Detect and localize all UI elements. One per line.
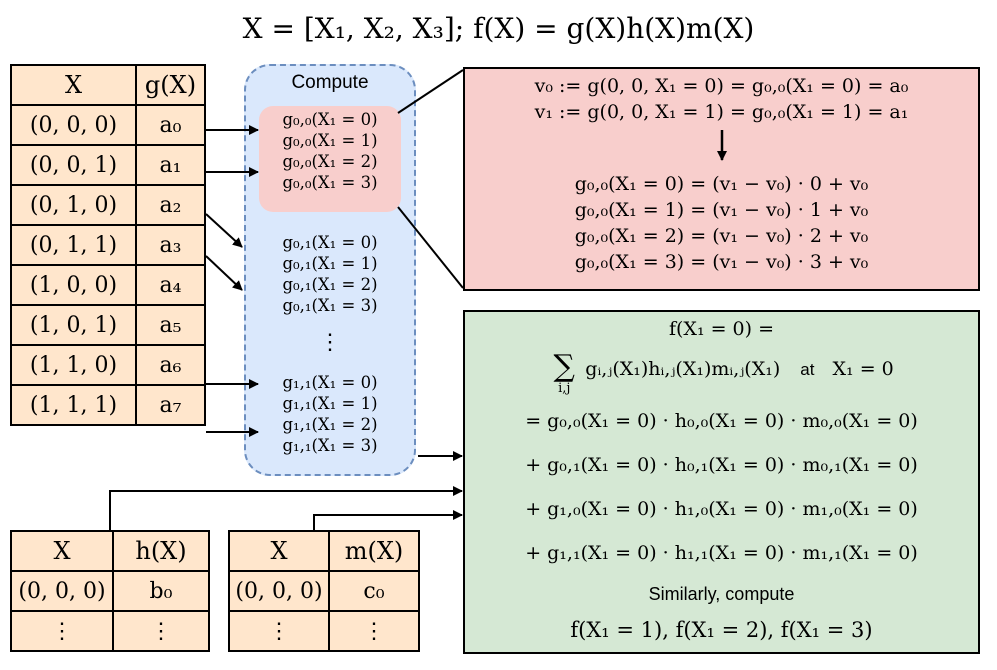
sum-symbol: ∑ (553, 349, 575, 384)
g-table-cell: (1, 0, 1) (10, 304, 137, 346)
sum-term-line: + g₁,₀(X₁ = 0) · h₁,₀(X₁ = 0) · m₁,₀(X₁ … (525, 498, 918, 520)
sum-box: f(X₁ = 0) = ∑ i,j gᵢ,ⱼ(X₁)hᵢ,ⱼ(X₁)mᵢ,ⱼ(X… (463, 310, 980, 654)
v0-definition: v₀ := g(0, 0, X₁ = 0) = g₀,₀(X₁ = 0) = a… (534, 75, 909, 97)
sum-expression: ∑ i,j gᵢ,ⱼ(X₁)hᵢ,ⱼ(X₁)mᵢ,ⱼ(X₁) at X₁ = 0 (465, 352, 978, 402)
g-table-header-g: g(X) (135, 64, 206, 106)
m-table-ellipsis: ⋮ (328, 610, 420, 652)
table-row: ⋮⋮ (228, 610, 420, 652)
zoom-line-top (397, 69, 464, 114)
table-row: (0, 1, 0)a₂ (10, 184, 206, 226)
table-row: (0, 0, 1)a₁ (10, 144, 206, 186)
compute-item: g₀,₀(X₁ = 1) (282, 131, 378, 150)
v1-definition: v₁ := g(0, 0, X₁ = 1) = g₀,₀(X₁ = 1) = a… (534, 101, 909, 123)
m-table-header-x: X (228, 530, 330, 572)
compute-item: g₀,₀(X₁ = 2) (282, 152, 378, 171)
table-row: (0, 0, 0)a₀ (10, 104, 206, 146)
g-table-cell: a₆ (135, 344, 206, 386)
g-table-cell: (1, 1, 0) (10, 344, 137, 386)
table-row: ⋮⋮ (10, 610, 210, 652)
sum-heading: f(X₁ = 0) = (668, 318, 775, 340)
g-table-cell: (1, 1, 1) (10, 384, 137, 426)
h-table-ellipsis: ⋮ (10, 610, 114, 652)
g-table-cell: (1, 0, 0) (10, 264, 137, 306)
g-table-cell: a₅ (135, 304, 206, 346)
table-row: (0, 0, 0)c₀ (228, 570, 420, 612)
compute-item: g₁,₁(X₁ = 0) (282, 373, 378, 392)
compute-item: g₀,₁(X₁ = 2) (282, 275, 378, 294)
h-table-header-h: h(X) (112, 530, 210, 572)
at-label: at (800, 360, 815, 379)
h-table: X h(X) (0, 0, 0)b₀ ⋮⋮ (10, 530, 210, 652)
compute-group-g01: g₀,₁(X₁ = 0) g₀,₁(X₁ = 1) g₀,₁(X₁ = 2) g… (246, 232, 414, 316)
table-row: (1, 1, 1)a₇ (10, 384, 206, 426)
h-table-cell: b₀ (112, 570, 210, 612)
sum-term-line: + g₁,₁(X₁ = 0) · h₁,₁(X₁ = 0) · m₁,₁(X₁ … (525, 542, 918, 564)
compute-item: g₁,₁(X₁ = 1) (282, 394, 378, 413)
h-table-header-x: X (10, 530, 114, 572)
diagram-title: X = [X₁, X₂, X₃]; f(X) = g(X)h(X)m(X) (242, 12, 755, 45)
at-value: X₁ = 0 (832, 358, 894, 380)
table-row: (0, 1, 1)a₃ (10, 224, 206, 266)
m-table: X m(X) (0, 0, 0)c₀ ⋮⋮ (228, 530, 420, 652)
compute-item: g₀,₀(X₁ = 0) (282, 110, 378, 129)
table-row: (1, 1, 0)a₆ (10, 344, 206, 386)
interpolation-line: g₀,₀(X₁ = 3) = (v₁ − v₀) · 3 + v₀ (574, 251, 869, 273)
sum-term-line: + g₀,₁(X₁ = 0) · h₀,₁(X₁ = 0) · m₀,₁(X₁ … (525, 454, 918, 476)
m-table-cell: c₀ (328, 570, 420, 612)
compute-group-g00: g₀,₀(X₁ = 0) g₀,₀(X₁ = 1) g₀,₀(X₁ = 2) g… (246, 109, 414, 193)
m-table-cell: (0, 0, 0) (228, 570, 330, 612)
g-table-cell: (0, 0, 0) (10, 104, 137, 146)
g-table-header-x: X (10, 64, 137, 106)
compute-item: g₀,₁(X₁ = 1) (282, 254, 378, 273)
g-table-cell: (0, 0, 1) (10, 144, 137, 186)
g-table-cell: a₄ (135, 264, 206, 306)
m-table-ellipsis: ⋮ (228, 610, 330, 652)
compute-item: g₀,₀(X₁ = 3) (282, 173, 378, 192)
g-table-cell: (0, 1, 0) (10, 184, 137, 226)
interpolation-line: g₀,₀(X₁ = 2) = (v₁ − v₀) · 2 + v₀ (574, 225, 869, 247)
arrow-h-to-sum (109, 486, 463, 530)
compute-title: Compute (291, 72, 369, 93)
g-table-cell: (0, 1, 1) (10, 224, 137, 266)
highlight-g00 (259, 106, 401, 212)
g-table: X g(X) (0, 0, 0)a₀ (0, 0, 1)a₁ (0, 1, 0)… (10, 64, 206, 426)
arrow-a2 (205, 213, 243, 248)
compute-item: g₀,₁(X₁ = 3) (282, 296, 378, 315)
zoom-line-bottom (397, 206, 464, 289)
table-row: (1, 0, 0)a₄ (10, 264, 206, 306)
m-table-header-m: m(X) (328, 530, 420, 572)
table-row: (1, 0, 1)a₅ (10, 304, 206, 346)
arrow-m-to-sum (313, 510, 463, 530)
g-table-cell: a₀ (135, 104, 206, 146)
interpolation-box: v₀ := g(0, 0, X₁ = 0) = g₀,₀(X₁ = 0) = a… (463, 67, 980, 291)
compute-item: g₁,₁(X₁ = 3) (282, 436, 378, 455)
h-table-cell: (0, 0, 0) (10, 570, 114, 612)
h-table-ellipsis: ⋮ (112, 610, 210, 652)
sum-subscript: i,j (558, 381, 571, 396)
g-table-cell: a₇ (135, 384, 206, 426)
sum-term: gᵢ,ⱼ(X₁)hᵢ,ⱼ(X₁)mᵢ,ⱼ(X₁) (585, 358, 781, 380)
compute-panel: Compute g₀,₀(X₁ = 0) g₀,₀(X₁ = 1) g₀,₀(X… (244, 64, 416, 476)
g-table-cell: a₁ (135, 144, 206, 186)
compute-item: g₀,₁(X₁ = 0) (282, 233, 378, 252)
compute-dots: ⋮ (319, 330, 341, 355)
sum-term-line: = g₀,₀(X₁ = 0) · h₀,₀(X₁ = 0) · m₀,₀(X₁ … (525, 410, 918, 432)
similarly-label: Similarly, compute (648, 584, 795, 604)
interpolation-line: g₀,₀(X₁ = 0) = (v₁ − v₀) · 0 + v₀ (574, 173, 869, 195)
g-table-cell: a₃ (135, 224, 206, 266)
final-values: f(X₁ = 1), f(X₁ = 2), f(X₁ = 3) (570, 618, 873, 642)
compute-group-g11: g₁,₁(X₁ = 0) g₁,₁(X₁ = 1) g₁,₁(X₁ = 2) g… (246, 372, 414, 456)
compute-item: g₁,₁(X₁ = 2) (282, 415, 378, 434)
interpolation-line: g₀,₀(X₁ = 1) = (v₁ − v₀) · 1 + v₀ (574, 199, 869, 221)
table-row: (0, 0, 0)b₀ (10, 570, 210, 612)
g-table-cell: a₂ (135, 184, 206, 226)
arrow-a3 (205, 255, 243, 291)
